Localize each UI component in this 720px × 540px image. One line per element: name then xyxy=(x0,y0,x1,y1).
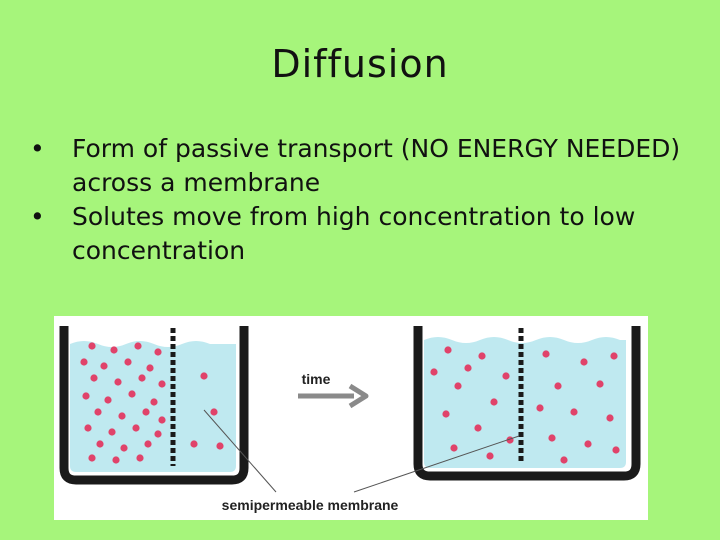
solute-particle xyxy=(144,440,152,448)
solute-particle xyxy=(612,446,620,454)
right-beaker xyxy=(413,326,641,481)
solute-particle xyxy=(124,358,132,366)
solute-particle xyxy=(486,452,494,460)
solute-particle xyxy=(84,424,92,432)
solute-particle xyxy=(596,380,604,388)
left-beaker-wall xyxy=(59,326,249,485)
solute-particle xyxy=(146,364,154,372)
solute-particle xyxy=(158,416,166,424)
right-beaker-wall xyxy=(413,326,641,481)
solute-particle xyxy=(154,348,162,356)
solute-particle xyxy=(150,398,158,406)
solute-particle xyxy=(610,352,618,360)
solute-particle xyxy=(120,444,128,452)
solute-particle xyxy=(100,362,108,370)
solute-particle xyxy=(536,404,544,412)
left-beaker xyxy=(59,326,249,485)
solute-particle xyxy=(158,380,166,388)
solute-particle xyxy=(490,398,498,406)
solute-particle xyxy=(570,408,578,416)
solute-particle xyxy=(108,428,116,436)
solute-particle xyxy=(190,440,198,448)
solute-particle xyxy=(110,346,118,354)
left-solute-particles xyxy=(80,342,224,464)
bullet-list: • Form of passive transport (NO ENERGY N… xyxy=(30,132,700,268)
solute-particle xyxy=(606,414,614,422)
solute-particle xyxy=(542,350,550,358)
bullet-text: Form of passive transport (NO ENERGY NEE… xyxy=(72,134,681,197)
solute-particle xyxy=(82,392,90,400)
solute-particle xyxy=(134,342,142,350)
solute-particle xyxy=(442,410,450,418)
solute-particle xyxy=(216,442,224,450)
solute-particle xyxy=(96,440,104,448)
left-beaker-water xyxy=(70,341,236,472)
solute-particle xyxy=(200,372,208,380)
membrane-pointer-left xyxy=(203,409,277,493)
solute-particle xyxy=(474,424,482,432)
solute-particle xyxy=(136,454,144,462)
bullet-marker: • xyxy=(30,202,45,231)
solute-particle xyxy=(90,374,98,382)
solute-particle xyxy=(502,372,510,380)
slide-title: Diffusion xyxy=(271,42,449,86)
solute-particle xyxy=(580,358,588,366)
solute-particle xyxy=(560,456,568,464)
solute-particle xyxy=(114,378,122,386)
diffusion-diagram: time semipermeable membrane xyxy=(54,316,648,520)
solute-particle xyxy=(104,396,112,404)
right-solute-particles xyxy=(430,346,620,464)
solute-particle xyxy=(88,342,96,350)
solute-particle xyxy=(80,358,88,366)
solute-particle xyxy=(464,364,472,372)
solute-particle xyxy=(444,346,452,354)
solute-particle xyxy=(584,440,592,448)
solute-particle xyxy=(154,430,162,438)
solute-particle xyxy=(128,390,136,398)
solute-particle xyxy=(138,374,146,382)
time-label: time xyxy=(302,371,331,387)
solute-particle xyxy=(554,382,562,390)
diffusion-diagram-svg: time semipermeable membrane xyxy=(59,326,641,513)
bullet-text: Solutes move from high concentration to … xyxy=(72,202,636,265)
solute-particle xyxy=(450,444,458,452)
solute-particle xyxy=(112,456,120,464)
bullet-marker: • xyxy=(30,134,45,163)
solute-particle xyxy=(430,368,438,376)
membrane-pointer-right xyxy=(353,435,520,493)
solute-particle xyxy=(118,412,126,420)
solute-particle xyxy=(210,408,218,416)
solute-particle xyxy=(132,424,140,432)
right-beaker-water xyxy=(424,337,626,468)
bullet-item: • Solutes move from high concentration t… xyxy=(30,200,700,268)
solute-particle xyxy=(548,434,556,442)
solute-particle xyxy=(478,352,486,360)
time-arrow: time xyxy=(298,371,369,409)
membrane-label: semipermeable membrane xyxy=(222,497,399,513)
solute-particle xyxy=(94,408,102,416)
bullet-item: • Form of passive transport (NO ENERGY N… xyxy=(30,132,700,200)
solute-particle xyxy=(142,408,150,416)
solute-particle xyxy=(88,454,96,462)
arrow-head xyxy=(348,383,369,409)
solute-particle xyxy=(454,382,462,390)
